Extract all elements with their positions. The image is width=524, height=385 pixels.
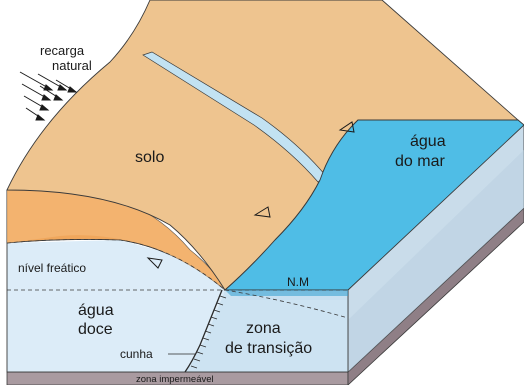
water-table-symbol-1: [338, 121, 355, 133]
impermeable-zone-label: zona impermeável: [136, 374, 214, 385]
transition-label-2: de transição: [225, 340, 312, 357]
seawater-label-1: água: [410, 133, 446, 150]
sea-level-label: N.M: [287, 275, 309, 289]
freshwater-label-2: doce: [78, 321, 113, 338]
transition-zone-section: [185, 290, 348, 372]
water-table-line: [6, 239, 226, 291]
recharge-arrows: [19, 71, 78, 121]
sea-front-edge: [225, 290, 348, 296]
freshwater-label-1: água: [78, 302, 114, 319]
transition-label-1: zona: [246, 320, 281, 337]
soil-section-front-light: [7, 190, 225, 290]
recharge-label-1: recarga: [40, 43, 85, 58]
water-table-label: nível freático: [18, 261, 86, 275]
wedge-hatching: [190, 295, 227, 369]
sea-surface: [223, 119, 524, 291]
recharge-label-2: natural: [52, 58, 92, 73]
wedge-label: cunha: [120, 347, 153, 361]
sea-side-face-band: [348, 150, 524, 372]
soil-label: solo: [135, 149, 164, 166]
water-table-symbol-2: [253, 206, 271, 218]
freshwater-section: [7, 240, 225, 372]
seawater-label-2: do mar: [395, 153, 445, 170]
water-table-symbol-3: [146, 257, 163, 269]
